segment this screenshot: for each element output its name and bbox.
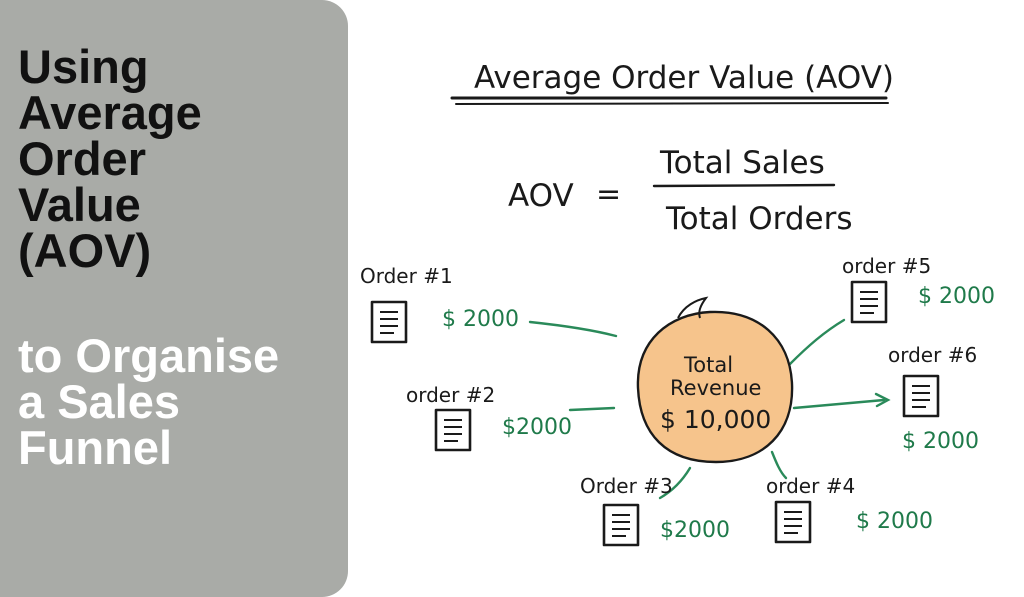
title: Using Average Order Value (AOV) — [18, 40, 338, 277]
formula-lhs: AOV — [508, 178, 574, 214]
connector-order-1 — [528, 320, 618, 338]
order-1-doc-icon — [370, 300, 408, 344]
title-line: Order — [18, 132, 146, 185]
connectors — [528, 318, 891, 500]
order-1-amount: $ 2000 — [442, 307, 519, 332]
order-4-doc-icon — [774, 500, 812, 544]
subtitle-line: Funnel — [18, 421, 173, 474]
center-line-1: Total — [683, 353, 733, 377]
title-line: Average — [18, 86, 202, 139]
connector-order-4 — [770, 450, 788, 480]
order-5-label: order #5 — [842, 254, 931, 278]
fraction-bar — [652, 183, 836, 188]
order-2-label: order #2 — [406, 383, 495, 407]
order-3-amount: $2000 — [660, 518, 730, 543]
aov-diagram: Average Order Value (AOV) AOV = Total Sa… — [348, 0, 1024, 597]
heading-underline-2 — [455, 102, 889, 105]
order-2-doc-icon — [434, 408, 472, 452]
center-amount: $ 10,000 — [660, 405, 771, 434]
title-line: (AOV) — [18, 224, 152, 277]
formula-numerator: Total Sales — [659, 145, 825, 181]
diagram-canvas: Average Order Value (AOV) AOV = Total Sa… — [360, 60, 995, 547]
order-3-label: Order #3 — [580, 474, 673, 498]
center-line-2: Revenue — [670, 376, 761, 400]
revenue-blob — [636, 310, 794, 464]
order-4-label: order #4 — [766, 474, 855, 498]
order-6-amount: $ 2000 — [902, 429, 979, 454]
left-title-panel: Using Average Order Value (AOV) to Organ… — [0, 0, 348, 597]
order-3-doc-icon — [602, 503, 640, 547]
order-4-amount: $ 2000 — [856, 509, 933, 534]
title-line: Using — [18, 40, 149, 93]
order-6-label: order #6 — [888, 343, 977, 367]
subtitle: to Organise a Sales Funnel — [18, 329, 338, 474]
order-5-amount: $ 2000 — [918, 284, 995, 309]
diagram-heading: Average Order Value (AOV) — [474, 60, 894, 96]
blob-tie — [677, 296, 709, 319]
formula-equals: = — [596, 177, 621, 212]
connector-order-5 — [788, 318, 846, 366]
order-2-amount: $2000 — [502, 415, 572, 440]
subtitle-line: to Organise — [18, 329, 280, 382]
connector-order-2 — [568, 406, 616, 412]
order-1-label: Order #1 — [360, 264, 453, 288]
order-6-doc-icon — [902, 374, 940, 418]
connector-order-3 — [658, 466, 692, 500]
connector-order-6 — [792, 398, 886, 410]
order-5-doc-icon — [850, 280, 888, 324]
title-line: Value — [18, 178, 141, 231]
formula-denominator: Total Orders — [665, 201, 853, 237]
connector-arrowhead — [874, 392, 891, 408]
subtitle-line: a Sales — [18, 375, 181, 428]
